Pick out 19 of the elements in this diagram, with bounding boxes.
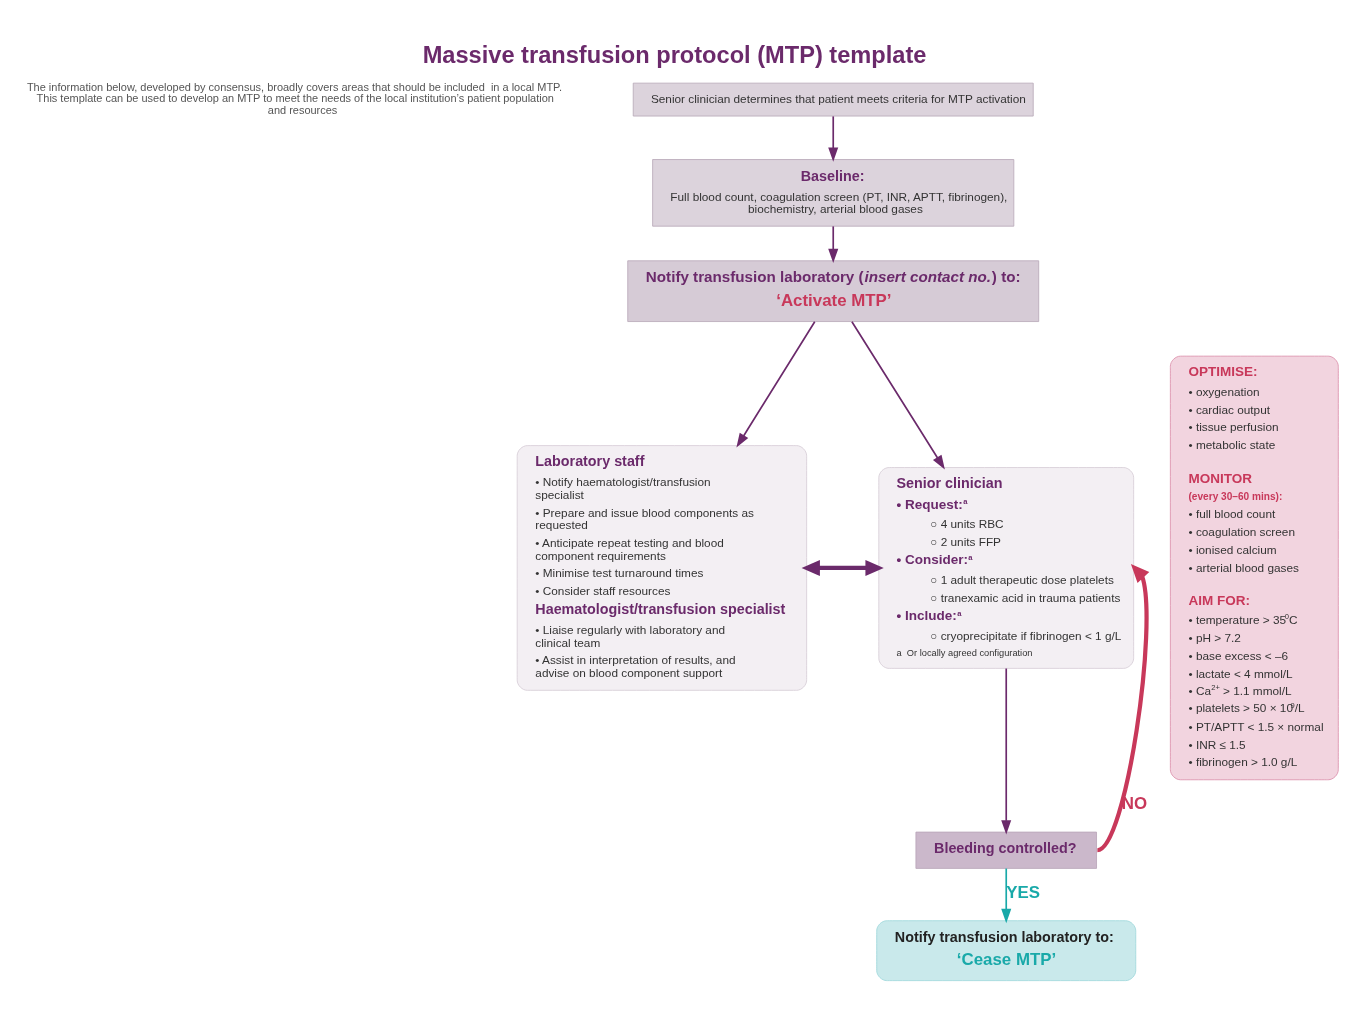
arrow [1096, 563, 1150, 852]
arrow [1001, 867, 1012, 923]
node-box: Laboratory staff • Notify haematologist/transfusion specialist • Prepare and issue blood components as requested • Anticipate repeat testing and blood component requirements • Minimise test turnaround times • Consider staff resources Haematologist/transfusion specialist • Liaise regularly with laboratory and clinical team • Assist in interpretation of results, and advise on blood component support [516, 444, 808, 691]
node-box: Senior clinician determines that patient meets criteria for MTP activation [632, 82, 1034, 116]
arrow [736, 320, 816, 448]
arrow [1001, 667, 1012, 835]
arrow [828, 225, 839, 263]
node-box: OPTIMISE: • oxygenation • cardiac output • tissue perfusion • metabolic state MONITOR (every 30–60 mins): • full blood count • coagulation screen • ionised calcium • arterial blood gases AIM FOR: • temperature > 35$^{0}$C • pH > 7.2 • base excess < –6 • lactate < 4 mmol/L • Ca$^{2+}$ > 1.1 mmol/L • platelets > 50 × 10$^{9}$/L • PT/APTT < 1.5 × normal • INR ≤ 1.5 • fibrinogen > 1.0 g/L [1169, 355, 1339, 780]
label: The information below, developed by consensus, broadly covers areas that should be included in a local MTP. This template can be used to develop an MTP to meet the needs of the local institution’s patient population and resources [26, 80, 563, 116]
node-box: Bleeding controlled? [915, 831, 1097, 869]
node-box: Notify transfusion laboratory to: ‘Cease MTP’ [876, 919, 1137, 981]
diagram-title: Massive transfusion protocol (MTP) template [422, 41, 927, 68]
arrow [801, 559, 884, 576]
arrow [828, 115, 839, 162]
node-box: Notify transfusion laboratory (insert contact no.) to: ‘Activate MTP’ [627, 259, 1040, 322]
node-box: Senior clinician • Request:$^{a}$ ○ 4 units RBC ○ 2 units FFP • Consider:$^{a}$ ○ 1 adult therapeutic dose platelets ○ tranexamic acid in trauma patients • Include:$^{a}$ ○ cryoprecipitate if fibrinogen < 1 g/L a Or locally agreed configuration [878, 466, 1135, 669]
node-box: Baseline: Full blood count, coagulation screen (PT, INR, APTT, fibrinogen), biochemistry, arterial blood gases [652, 158, 1015, 227]
edge-label: YES [1006, 882, 1040, 902]
arrow [851, 320, 945, 470]
